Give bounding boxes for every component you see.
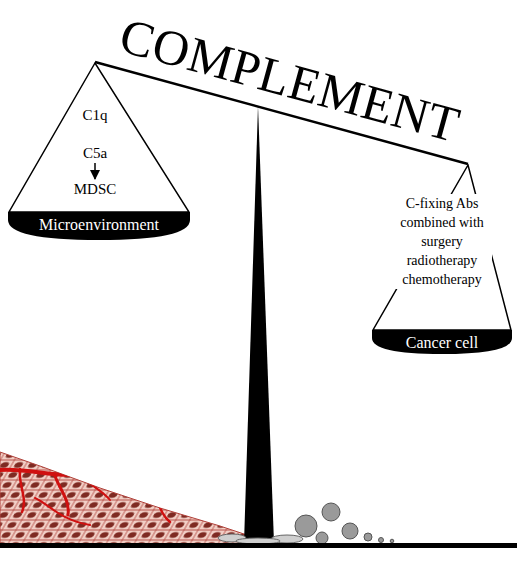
dead-cells: [218, 534, 303, 544]
item-label: MDSC: [50, 180, 140, 198]
pan-band: [8, 212, 190, 240]
fulcrum: [244, 106, 274, 543]
band-label: Microenvironment: [8, 215, 190, 235]
item-label: C1q: [55, 106, 135, 124]
scale-pan: C-fixing Abs combined with surgery radio…: [372, 164, 512, 354]
pan-text: C-fixing Abs combined with surgery radio…: [392, 194, 492, 289]
pan-band: [372, 330, 512, 354]
item-label: C5a: [55, 144, 135, 162]
ground-line: [0, 543, 517, 548]
pan-triangle: [9, 63, 189, 212]
arrow-connector: [94, 163, 96, 179]
pan-triangle: [373, 165, 511, 330]
scale-pan: Microenvironment C1qC5aMDSC: [8, 62, 190, 240]
pan-item: C1q: [55, 106, 135, 124]
band-label: Cancer cell: [372, 333, 512, 353]
scale-title: COMPLEMENT: [115, 9, 466, 151]
tissue: [0, 452, 262, 546]
cancer-cells: [295, 503, 394, 544]
pan-item: C5a: [55, 144, 135, 162]
pan-body: C-fixing Abs combined with surgery radio…: [372, 194, 512, 289]
pan-item: MDSC: [50, 180, 140, 198]
